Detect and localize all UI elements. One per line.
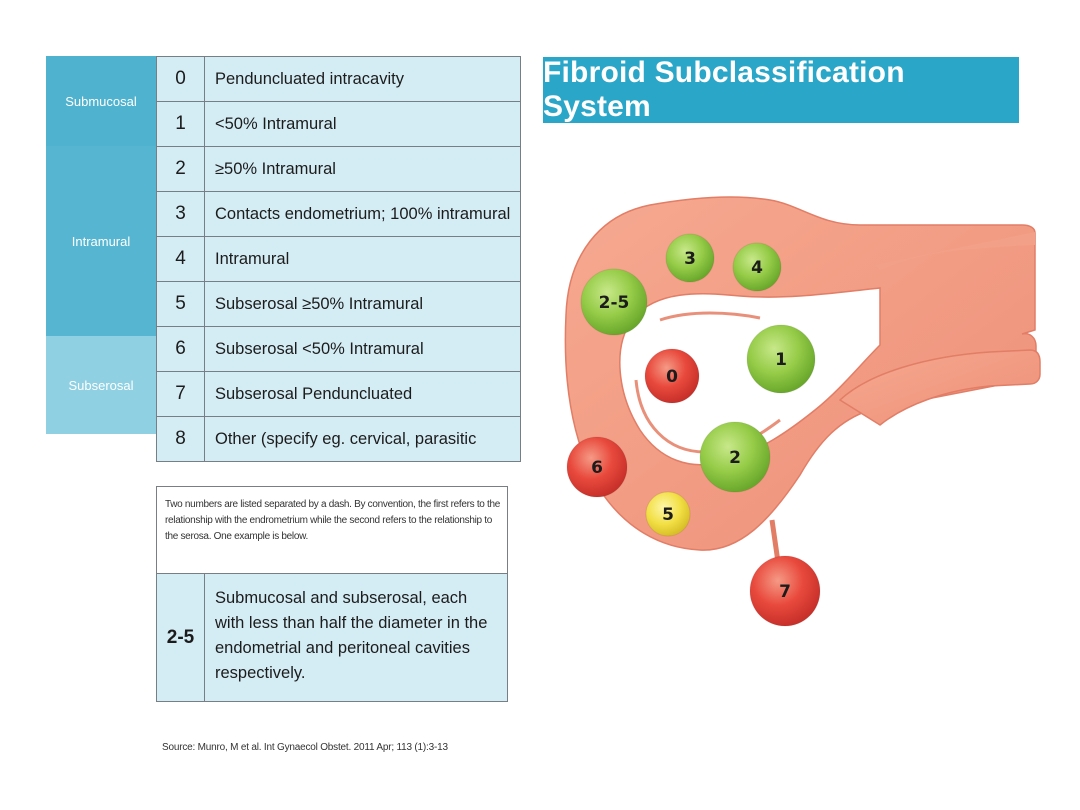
type-description: Intramural: [204, 236, 521, 282]
category-intramural: Intramural: [46, 146, 156, 336]
uterus-right-arm: [875, 232, 1035, 270]
type-number: 5: [156, 281, 205, 327]
fibroid-label: 2: [729, 448, 741, 468]
stalk-line: [769, 519, 781, 563]
fibroid-5: [645, 491, 691, 537]
source-citation: Source: Munro, M et al. Int Gynaecol Obs…: [162, 742, 448, 753]
type-description: Subserosal <50% Intramural: [204, 326, 521, 372]
fibroid-6: [566, 436, 628, 498]
fibroid-group: 2-5 3 4 1 0 2 6 5 7: [566, 233, 821, 627]
fibroid-3: [665, 233, 715, 283]
fibroid-label: 5: [662, 505, 674, 525]
type-description: Subserosal ≥50% Intramural: [204, 281, 521, 327]
type-description: ≥50% Intramural: [204, 146, 521, 192]
category-submucosal: Submucosal: [46, 56, 156, 146]
example-row: 2-5 Submucosal and subserosal, each with…: [157, 573, 507, 701]
example-code: 2-5: [157, 574, 205, 701]
type-number: 6: [156, 326, 205, 372]
lining-line: [659, 311, 761, 322]
fibroid-label: 1: [775, 350, 787, 370]
fibroid-label: 7: [779, 582, 791, 602]
type-number: 3: [156, 191, 205, 237]
fibroid-label: 3: [684, 249, 696, 269]
fibroid-1: [746, 324, 816, 394]
table-row: 1<50% Intramural: [156, 101, 521, 147]
fibroid-0: [644, 348, 700, 404]
fibroid-label: 6: [591, 458, 603, 478]
uterus-lower-arm: [838, 349, 1041, 426]
type-number: 1: [156, 101, 205, 147]
type-number: 7: [156, 371, 205, 417]
fibroid-label: 4: [751, 258, 763, 278]
table-row: 2≥50% Intramural: [156, 146, 521, 192]
type-number: 8: [156, 416, 205, 462]
fibroid-7: [749, 555, 821, 627]
category-subserosal: Subserosal: [46, 336, 156, 434]
example-description: Submucosal and subserosal, each with les…: [215, 589, 488, 682]
fibroid-label: 0: [666, 367, 678, 387]
uterine-cavity: [619, 287, 881, 466]
type-description: Penduncluated intracavity: [204, 56, 521, 102]
type-number: 2: [156, 146, 205, 192]
type-description: Other (specify eg. cervical, parasitic: [204, 416, 521, 462]
page-title: Fibroid Subclassification System: [543, 56, 1019, 123]
type-description: <50% Intramural: [204, 101, 521, 147]
fibroid-2: [699, 421, 771, 493]
note-text: Two numbers are listed separated by a da…: [165, 499, 501, 542]
fibroid-2-5: [580, 268, 648, 336]
fibroid-4: [732, 242, 782, 292]
fibroid-label: 2-5: [599, 293, 630, 313]
type-description: Contacts endometrium; 100% intramural: [204, 191, 521, 237]
note-box: Two numbers are listed separated by a da…: [156, 486, 508, 702]
